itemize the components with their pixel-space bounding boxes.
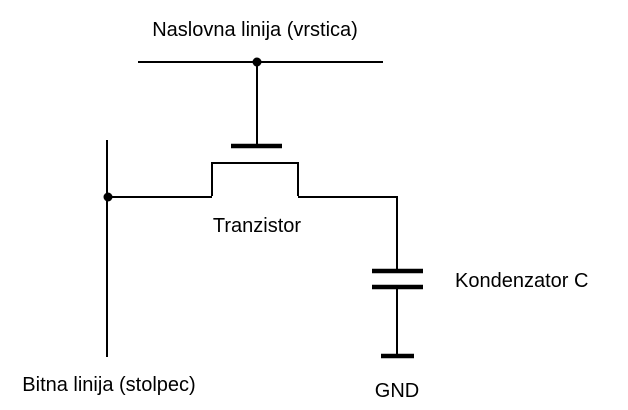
capacitor-label: Kondenzator C bbox=[455, 270, 588, 292]
drain-wire bbox=[298, 196, 398, 271]
word-line-label: Naslovna linija (vrstica) bbox=[152, 19, 358, 41]
transistor-channel bbox=[211, 162, 299, 196]
bit-line-label: Bitna linija (stolpec) bbox=[22, 374, 195, 396]
ground-label: GND bbox=[375, 380, 419, 402]
transistor-label: Tranzistor bbox=[213, 215, 302, 237]
